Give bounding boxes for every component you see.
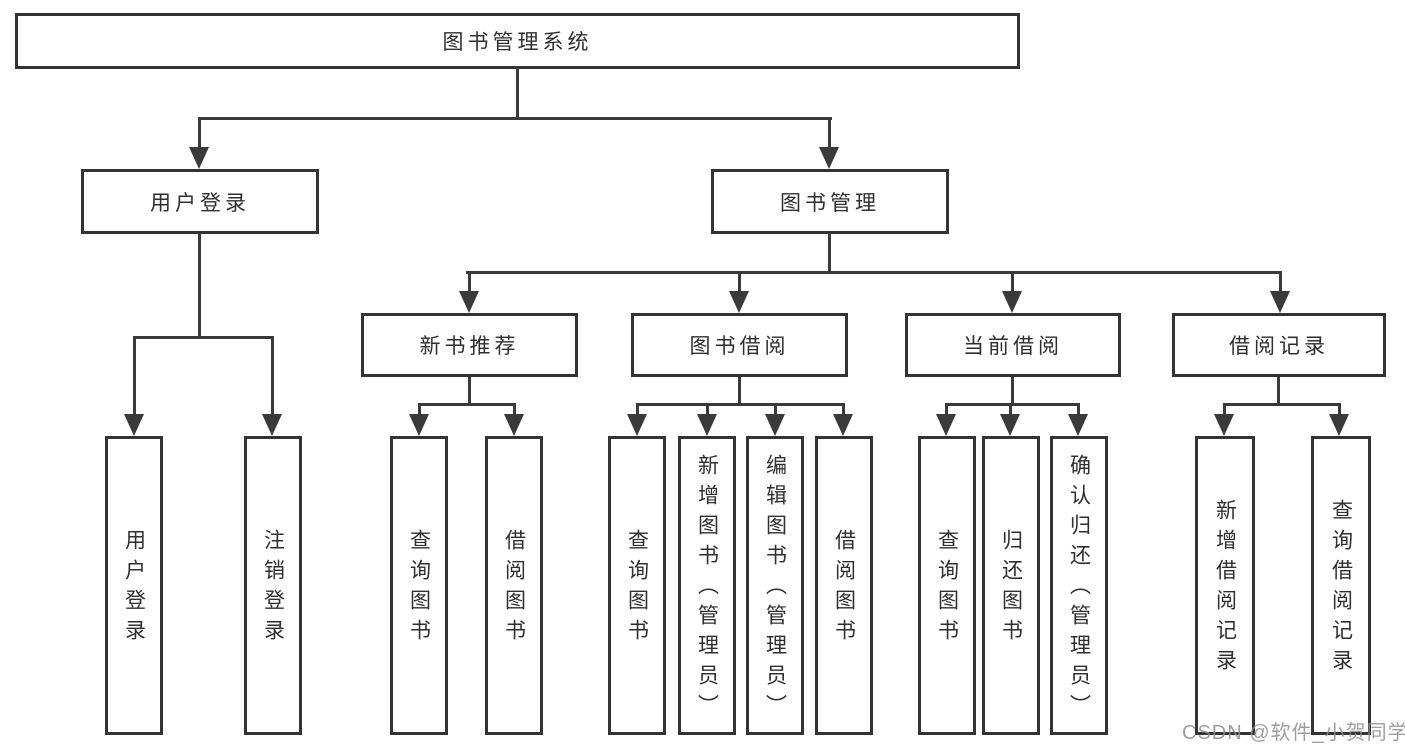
arrowhead-leaf (504, 414, 524, 436)
connector-level2-bar (198, 117, 832, 120)
arrowhead-leaf-logout (262, 414, 282, 436)
arrowhead-leaf (833, 414, 853, 436)
connector-leaf-user-login-stem (133, 336, 136, 416)
node-borrow-records: 借阅记录 (1172, 313, 1386, 377)
leaf-return-books: 归还图书 (982, 436, 1040, 735)
connector-stem (1223, 403, 1226, 416)
arrowhead-leaf (627, 414, 647, 436)
arrowhead-leaf (1329, 414, 1349, 436)
leaf-borrow-books-recommend: 借阅图书 (485, 436, 543, 735)
connector-newbook-down (468, 377, 471, 406)
connector-root-stem (516, 66, 519, 120)
leaf-add-books-admin: 新增图书（管理员） (678, 436, 736, 735)
connector-stem (1338, 403, 1341, 416)
arrowhead-leaf (697, 414, 717, 436)
connector-bookborrow-down (738, 377, 741, 406)
connector-bookborrow-bar (636, 403, 845, 406)
connector-user-login-bar (133, 336, 274, 339)
arrowhead-leaf (1000, 414, 1020, 436)
connector-user-login-stem (198, 117, 201, 150)
arrowhead-book-mgmt (819, 147, 839, 169)
connector-newbook-stem (468, 271, 471, 293)
node-book-borrow: 图书借阅 (631, 313, 848, 377)
connector-book-mgmt-down (828, 233, 831, 274)
csdn-watermark: CSDN @软件_小贺同学 (1182, 722, 1405, 744)
leaf-edit-books-admin: 编辑图书（管理员） (746, 436, 804, 735)
arrowhead-leaf-user-login (124, 414, 144, 436)
arrowhead-leaf (1214, 414, 1234, 436)
connector-user-login-down (198, 234, 201, 339)
connector-stem (774, 403, 777, 416)
connector-newbook-bar (418, 403, 516, 406)
arrowhead-leaf (1068, 414, 1088, 436)
arrowhead-leaf (409, 414, 429, 436)
arrowhead-user-login (189, 147, 209, 169)
node-new-book-recommend: 新书推荐 (361, 313, 578, 377)
arrowhead-newbook (459, 291, 479, 313)
leaf-confirm-return-admin: 确认归还（管理员） (1050, 436, 1108, 735)
node-root: 图书管理系统 (15, 13, 1020, 69)
arrowhead-leaf (765, 414, 785, 436)
connector-bookborrow-stem (738, 271, 741, 293)
connector-stem (418, 403, 421, 416)
connector-stem (706, 403, 709, 416)
connector-stem (1009, 403, 1012, 416)
leaf-query-books-recommend: 查询图书 (390, 436, 448, 735)
connector-currentborrow-stem (1011, 271, 1014, 293)
connector-stem (945, 403, 948, 416)
node-book-management: 图书管理 (711, 169, 949, 234)
leaf-logout: 注销登录 (244, 436, 302, 735)
arrowhead-leaf (936, 414, 956, 436)
node-user-login: 用户登录 (81, 169, 319, 234)
connector-currentborrow-down (1011, 377, 1014, 406)
arrowhead-bookborrow (729, 291, 749, 313)
connector-stem (636, 403, 639, 416)
connector-stem (842, 403, 845, 416)
leaf-query-books-borrow: 查询图书 (608, 436, 666, 735)
connector-borrowrecords-bar (1223, 403, 1341, 406)
connector-borrowrecords-stem (1279, 271, 1282, 293)
arrowhead-borrowrecords (1270, 291, 1290, 313)
leaf-borrow-books: 借阅图书 (815, 436, 873, 735)
connector-stem (513, 403, 516, 416)
node-current-borrow: 当前借阅 (905, 313, 1121, 377)
connector-leaf-logout-stem (271, 336, 274, 416)
leaf-query-books-current: 查询图书 (918, 436, 976, 735)
connector-level3-bar (466, 271, 1282, 274)
connector-borrowrecords-down (1277, 377, 1280, 406)
arrowhead-currentborrow (1002, 291, 1022, 313)
leaf-add-borrow-record: 新增借阅记录 (1195, 436, 1255, 735)
connector-stem (1077, 403, 1080, 416)
leaf-user-login: 用户登录 (105, 436, 163, 735)
connector-currentborrow-bar (945, 403, 1079, 406)
connector-book-mgmt-stem (828, 117, 831, 150)
leaf-query-borrow-record: 查询借阅记录 (1311, 436, 1371, 735)
